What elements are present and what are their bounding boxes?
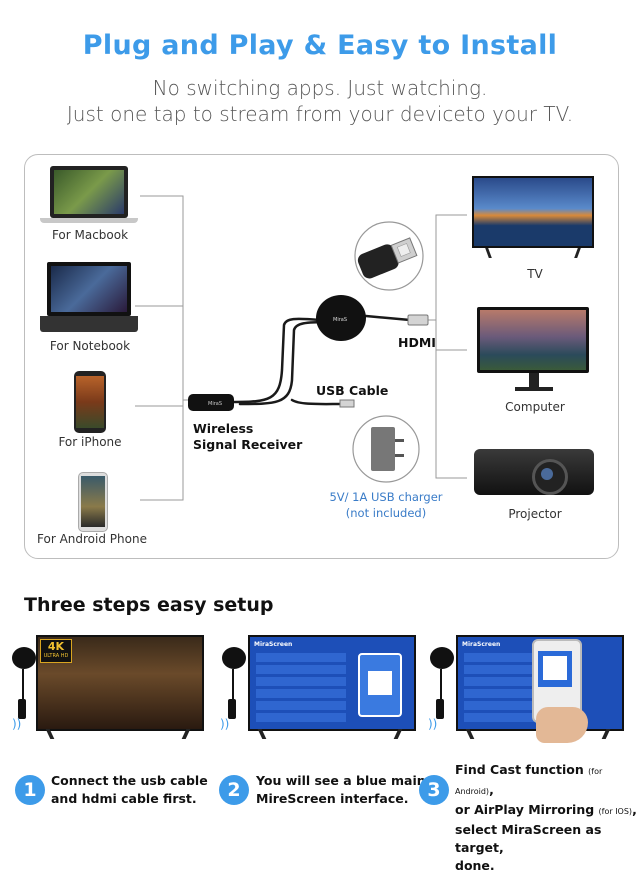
- projector-image: [474, 441, 596, 501]
- notebook-image: [40, 262, 138, 334]
- step-2-text: You will see a blue main MireScreen inte…: [256, 773, 426, 806]
- step-1-image: 4K ULTRA HD )): [12, 635, 204, 747]
- badge-4k: 4K: [47, 640, 65, 653]
- step-3-number: 3: [419, 775, 449, 805]
- output-label-projector: Projector: [508, 507, 562, 521]
- output-label-tv: TV: [527, 267, 543, 281]
- subtitle-line-2: Just one tap to stream from your devicet…: [66, 102, 574, 126]
- tv-image: [472, 176, 596, 258]
- wifi-signal-icon: )): [12, 717, 22, 731]
- screen-brand-3: MiraScreen: [462, 641, 501, 648]
- macbook-image: [40, 166, 138, 224]
- step-3-image: MiraScreen )): [424, 635, 624, 747]
- wifi-signal-icon-2: )): [220, 717, 230, 731]
- wireless-receiver: MiraS: [188, 394, 234, 411]
- svg-text:MiraS: MiraS: [333, 317, 347, 323]
- badge-ultra-hd: ULTRA HD: [43, 653, 69, 659]
- wifi-signal-icon-3: )): [428, 717, 438, 731]
- svg-text:MiraS: MiraS: [208, 401, 222, 407]
- diagram-lines: MiraS MiraS: [135, 195, 467, 501]
- subtitle-line-1: No switching apps. Just watching.: [152, 76, 488, 100]
- step-2-number: 2: [219, 775, 249, 805]
- source-label-macbook: For Macbook: [51, 228, 129, 242]
- android-phone-image: [78, 472, 108, 532]
- page-title: Plug and Play & Easy to Install: [82, 30, 558, 61]
- usb-cable-label: USB Cable: [316, 383, 389, 398]
- source-label-android: For Android Phone: [37, 532, 147, 546]
- hdmi-label: HDMI: [398, 335, 436, 350]
- step-1-text: Connect the usb cable and hdmi cable fir…: [51, 773, 208, 806]
- computer-monitor-image: [477, 307, 591, 393]
- step-2-image: MiraScreen )): [216, 635, 416, 747]
- steps-title: Three steps easy setup: [24, 594, 274, 616]
- source-label-iphone: For iPhone: [58, 435, 122, 449]
- screen-brand-2: MiraScreen: [254, 641, 293, 648]
- source-label-notebook: For Notebook: [49, 339, 131, 353]
- step-1-number: 1: [15, 775, 45, 805]
- charger-label-line-1: 5V/ 1A USB charger: [329, 490, 443, 504]
- receiver-label-line-1: Wireless: [193, 421, 254, 436]
- connection-diagram-panel: [24, 154, 619, 559]
- iphone-image: [74, 371, 106, 433]
- receiver-label-line-2: Signal Receiver: [193, 437, 303, 452]
- output-label-computer: Computer: [505, 400, 565, 414]
- step-3-text: Find Cast function (for Android), or Air…: [455, 762, 637, 873]
- charger-label-line-2: (not included): [345, 506, 427, 520]
